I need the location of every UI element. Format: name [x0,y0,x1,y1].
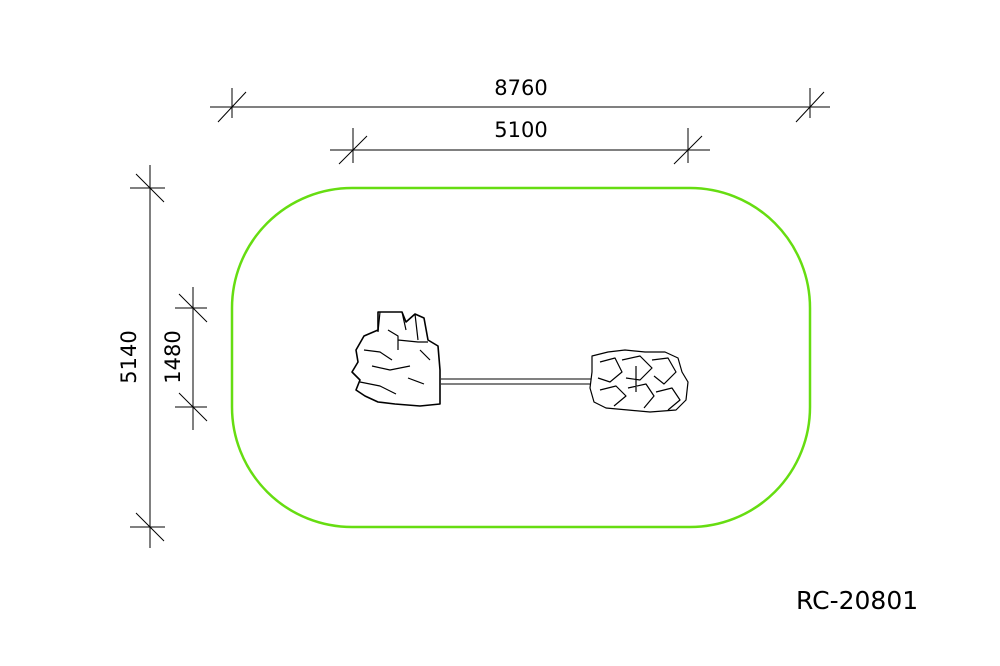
safety-zone-outline [230,186,812,529]
dimension-inner-depth [175,287,208,430]
dimension-inner-width [330,128,710,165]
rock-left [351,311,441,407]
dimension-overall-width [210,88,830,123]
dimension-label-inner-width: 5100 [494,118,547,142]
dimension-label-inner-depth: 1480 [161,330,185,383]
dimension-overall-depth [130,165,165,548]
dimension-label-overall-depth: 5140 [117,330,141,383]
rock-right [589,349,689,413]
product-code: RC-20801 [796,586,919,615]
dimension-label-overall-width: 8760 [494,76,547,100]
connecting-bar [441,378,592,385]
